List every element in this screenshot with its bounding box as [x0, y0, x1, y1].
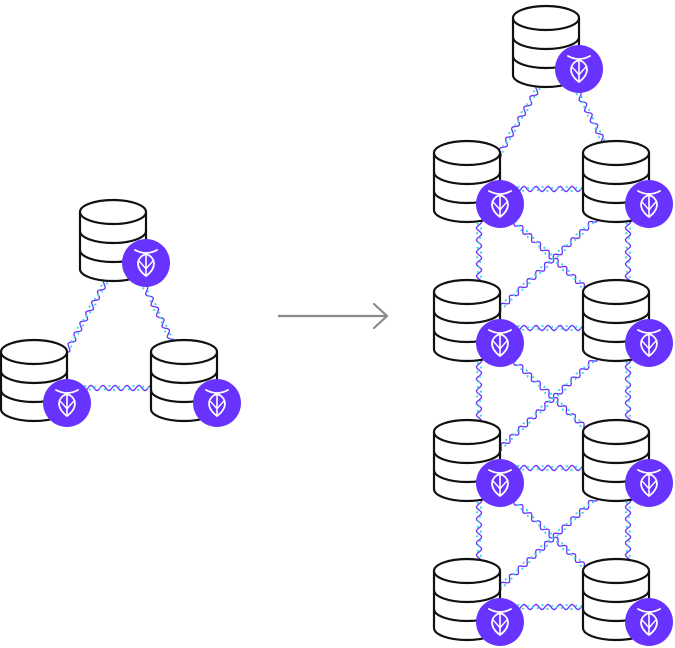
cockroach-logo-icon: [555, 45, 603, 93]
links-layer: [43, 53, 632, 611]
cockroach-logo-icon: [625, 319, 673, 367]
cockroach-logo-icon: [476, 598, 524, 646]
nodes-layer: [0, 4, 673, 646]
after-node-r2-right: [581, 278, 673, 367]
cockroach-logo-icon: [193, 379, 241, 427]
cockroach-logo-icon: [476, 319, 524, 367]
cockroach-logo-icon: [122, 239, 170, 287]
after-node-r4-left: [432, 557, 524, 646]
before-node-top: [78, 198, 170, 287]
before-node-left: [0, 338, 91, 427]
database-icon: [581, 139, 651, 224]
database-icon: [432, 139, 502, 224]
cockroach-logo-icon: [625, 180, 673, 228]
after-node-r4-right: [581, 557, 673, 646]
after-node-r3-right: [581, 418, 673, 507]
cockroach-logo-icon: [476, 459, 524, 507]
after-node-apex: [511, 4, 603, 93]
after-node-r1-left: [432, 139, 524, 228]
cockroach-logo-icon: [476, 180, 524, 228]
arrow-layer: [278, 302, 389, 330]
after-node-r2-left: [432, 278, 524, 367]
after-node-r1-right: [581, 139, 673, 228]
after-node-r3-left: [432, 418, 524, 507]
arrow-right-icon: [278, 302, 389, 330]
cockroach-logo-icon: [43, 379, 91, 427]
before-node-right: [149, 338, 241, 427]
cockroach-logo-icon: [625, 459, 673, 507]
cockroach-logo-icon: [625, 598, 673, 646]
